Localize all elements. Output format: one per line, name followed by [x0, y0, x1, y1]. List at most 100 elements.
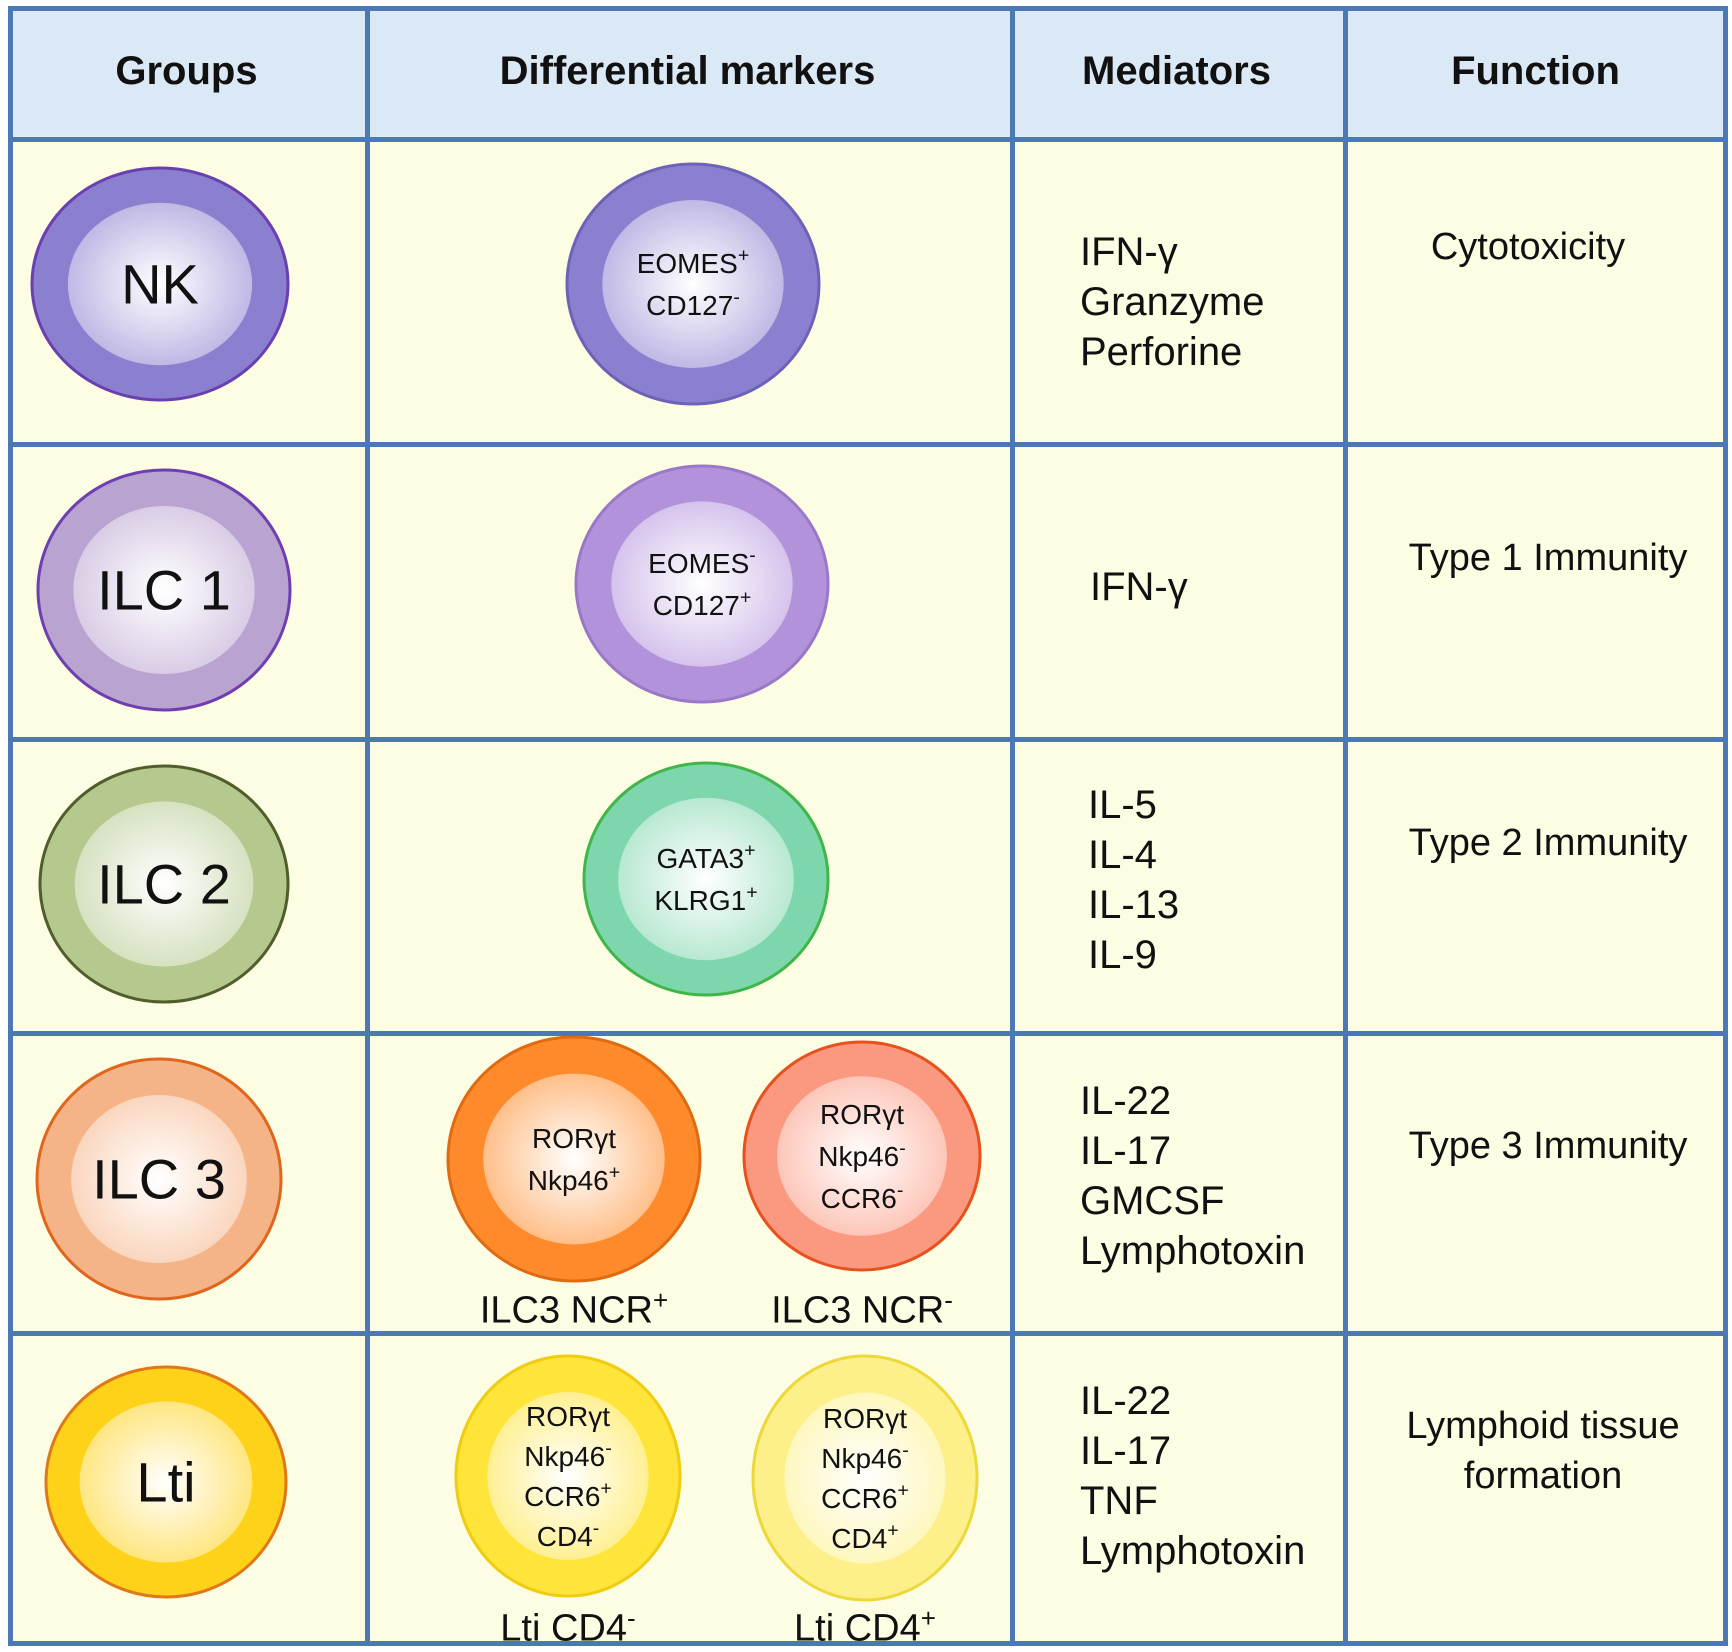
subset-label: ILC3 NCR- [752, 1285, 972, 1333]
marker-cell-nucleus [618, 797, 794, 961]
mediators-list: IFN-γ [1090, 562, 1188, 612]
row-cell-drawings: ILC 1 EOMES- CD127+ [36, 464, 830, 712]
marker-cell-nucleus [777, 1076, 947, 1236]
table-cell [1343, 737, 1728, 1031]
function-line: Lymphoid tissue [1406, 1405, 1680, 1447]
group-cell-nucleus [73, 506, 255, 674]
subset-label-text: ILC3 NCR [479, 1289, 653, 1332]
subset-label-sign: - [944, 1285, 953, 1315]
marker-sign: + [897, 1480, 908, 1502]
table-cell [1343, 137, 1728, 442]
marker-text: CD4- [537, 1518, 600, 1552]
mediator-item: Lymphotoxin [1080, 1229, 1306, 1273]
mediator-item: Perforine [1080, 330, 1243, 374]
function-line: Cytotoxicity [1430, 226, 1626, 268]
table-cell [1343, 442, 1728, 737]
marker-text: RORγt [532, 1123, 616, 1154]
function-text: Type 1 Immunity [1368, 533, 1728, 583]
table-cell [1343, 1031, 1728, 1331]
table-border-vertical [1343, 6, 1348, 1646]
marker-name: CD127 [646, 290, 733, 321]
table-cell [1010, 1331, 1343, 1646]
group-label: ILC 1 [97, 559, 231, 622]
marker-text: Nkp46- [818, 1138, 905, 1172]
marker-name: GATA3 [656, 843, 744, 874]
function-line: Type 2 Immunity [1408, 822, 1688, 864]
table-border-horizontal [8, 6, 1728, 11]
mediator-item: IFN-γ [1080, 230, 1178, 274]
mediator-item: IFN-γ [1090, 565, 1188, 609]
marker-name: RORγt [532, 1123, 616, 1154]
marker-sign: + [887, 1520, 898, 1542]
marker-name: RORγt [526, 1401, 610, 1432]
group-label: Lti [136, 1451, 195, 1514]
subset-label-text: ILC3 NCR [771, 1289, 945, 1332]
marker-name: EOMES [637, 248, 738, 279]
mediator-item: Granzyme [1080, 280, 1265, 324]
table-cell [1343, 1331, 1728, 1646]
marker-sign: - [605, 1438, 612, 1460]
marker-cell-nucleus [784, 1392, 946, 1564]
marker-cell-nucleus [487, 1392, 649, 1560]
row-cell-drawings: LtiRORγtNkp46-CCR6+CD4-RORγtNkp46-CCR6+C… [44, 1354, 979, 1602]
mediator-item: IL-17 [1080, 1129, 1172, 1173]
marker-name: CCR6 [821, 1483, 897, 1514]
marker-text: EOMES+ [637, 245, 750, 279]
marker-text: CD4+ [831, 1520, 898, 1554]
marker-sign: + [609, 1162, 620, 1184]
table-border-horizontal [8, 737, 1728, 742]
marker-text: RORγt [820, 1099, 904, 1130]
marker-text: Nkp46- [524, 1438, 611, 1472]
marker-sign: - [749, 545, 756, 567]
marker-text: KLRG1+ [654, 882, 757, 916]
table-border-horizontal [8, 1031, 1728, 1036]
mediator-item: GMCSF [1080, 1179, 1225, 1223]
function-text: Type 2 Immunity [1368, 818, 1728, 868]
header-groups: Groups [8, 6, 365, 137]
marker-name: Nkp46 [524, 1441, 605, 1472]
marker-sign: + [744, 840, 755, 862]
table-border-vertical [1010, 6, 1015, 1646]
marker-text: Nkp46+ [528, 1162, 620, 1196]
table-cell [1010, 1031, 1343, 1331]
marker-sign: - [897, 1180, 904, 1202]
marker-name: RORγt [823, 1403, 907, 1434]
group-label: NK [121, 253, 199, 316]
marker-name: CCR6 [524, 1481, 600, 1512]
table-border-horizontal [8, 442, 1728, 447]
marker-sign: - [902, 1440, 909, 1462]
group-label: ILC 2 [97, 853, 231, 916]
group-cell-nucleus [74, 801, 254, 967]
marker-name: CD4 [831, 1523, 887, 1554]
marker-text: CD127+ [653, 587, 752, 621]
table-border-horizontal [8, 137, 1728, 142]
mediator-item: IL-9 [1088, 933, 1157, 977]
group-cell-nucleus [67, 202, 253, 366]
marker-cell-nucleus [483, 1073, 665, 1245]
marker-name: RORγt [820, 1099, 904, 1130]
marker-name: CCR6 [821, 1183, 897, 1214]
table-cell [1010, 442, 1343, 737]
table-border-vertical [1723, 6, 1728, 1646]
table-border-horizontal [8, 1331, 1728, 1336]
mediator-item: IL-22 [1080, 1379, 1172, 1423]
function-text: Type 3 Immunity [1368, 1121, 1728, 1171]
group-cell-nucleus [79, 1401, 253, 1563]
header-differential-markers: Differential markers [365, 6, 1010, 137]
marker-text: RORγt [526, 1401, 610, 1432]
marker-sign: + [746, 882, 757, 904]
marker-text: CCR6+ [821, 1480, 909, 1514]
marker-name: EOMES [648, 548, 749, 579]
mediator-item: TNF [1080, 1479, 1158, 1523]
table-border-vertical [365, 6, 370, 1646]
marker-name: KLRG1 [654, 885, 746, 916]
